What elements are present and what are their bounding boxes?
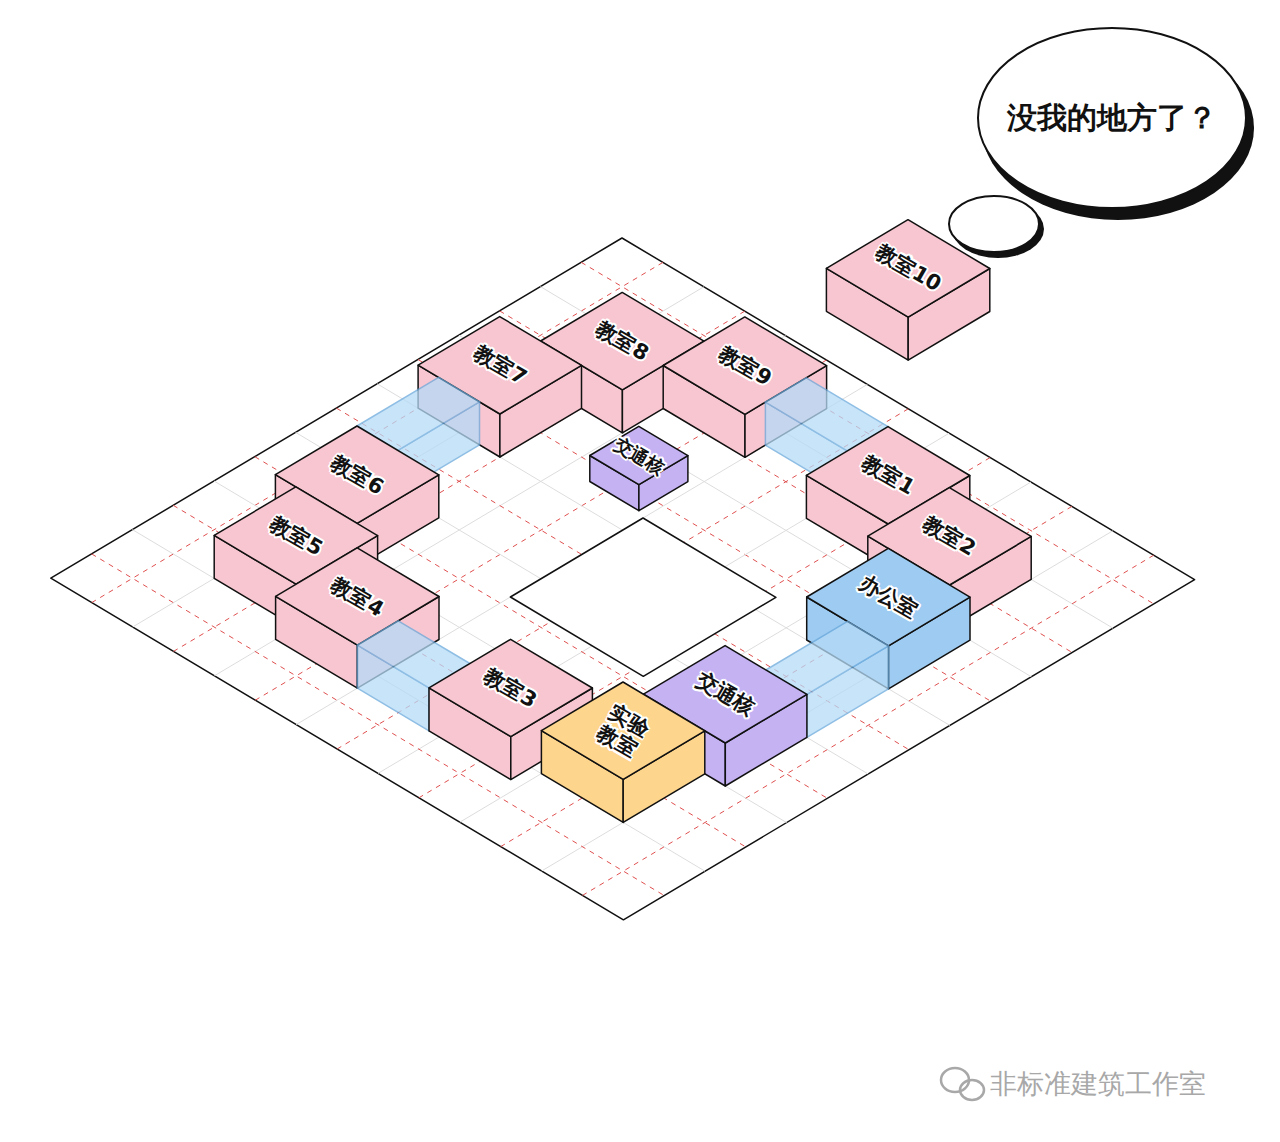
bubble-text: 没我的地方了？: [1007, 98, 1217, 139]
ground-plane: [51, 238, 1195, 920]
ground-slab: [51, 238, 1195, 920]
block-top: [541, 682, 704, 779]
building-blocks: [214, 220, 1031, 823]
thought-bubble: 没我的地方了？: [1007, 98, 1217, 139]
grid-line: [214, 481, 787, 823]
thought-bubble: [949, 28, 1254, 258]
block-top: [590, 426, 688, 484]
room-block: [541, 682, 704, 822]
watermark-icon: [941, 1068, 984, 1100]
watermark: 非标准建筑工作室: [990, 1066, 1206, 1102]
grid-line: [460, 482, 1031, 822]
room-block: [590, 426, 688, 510]
